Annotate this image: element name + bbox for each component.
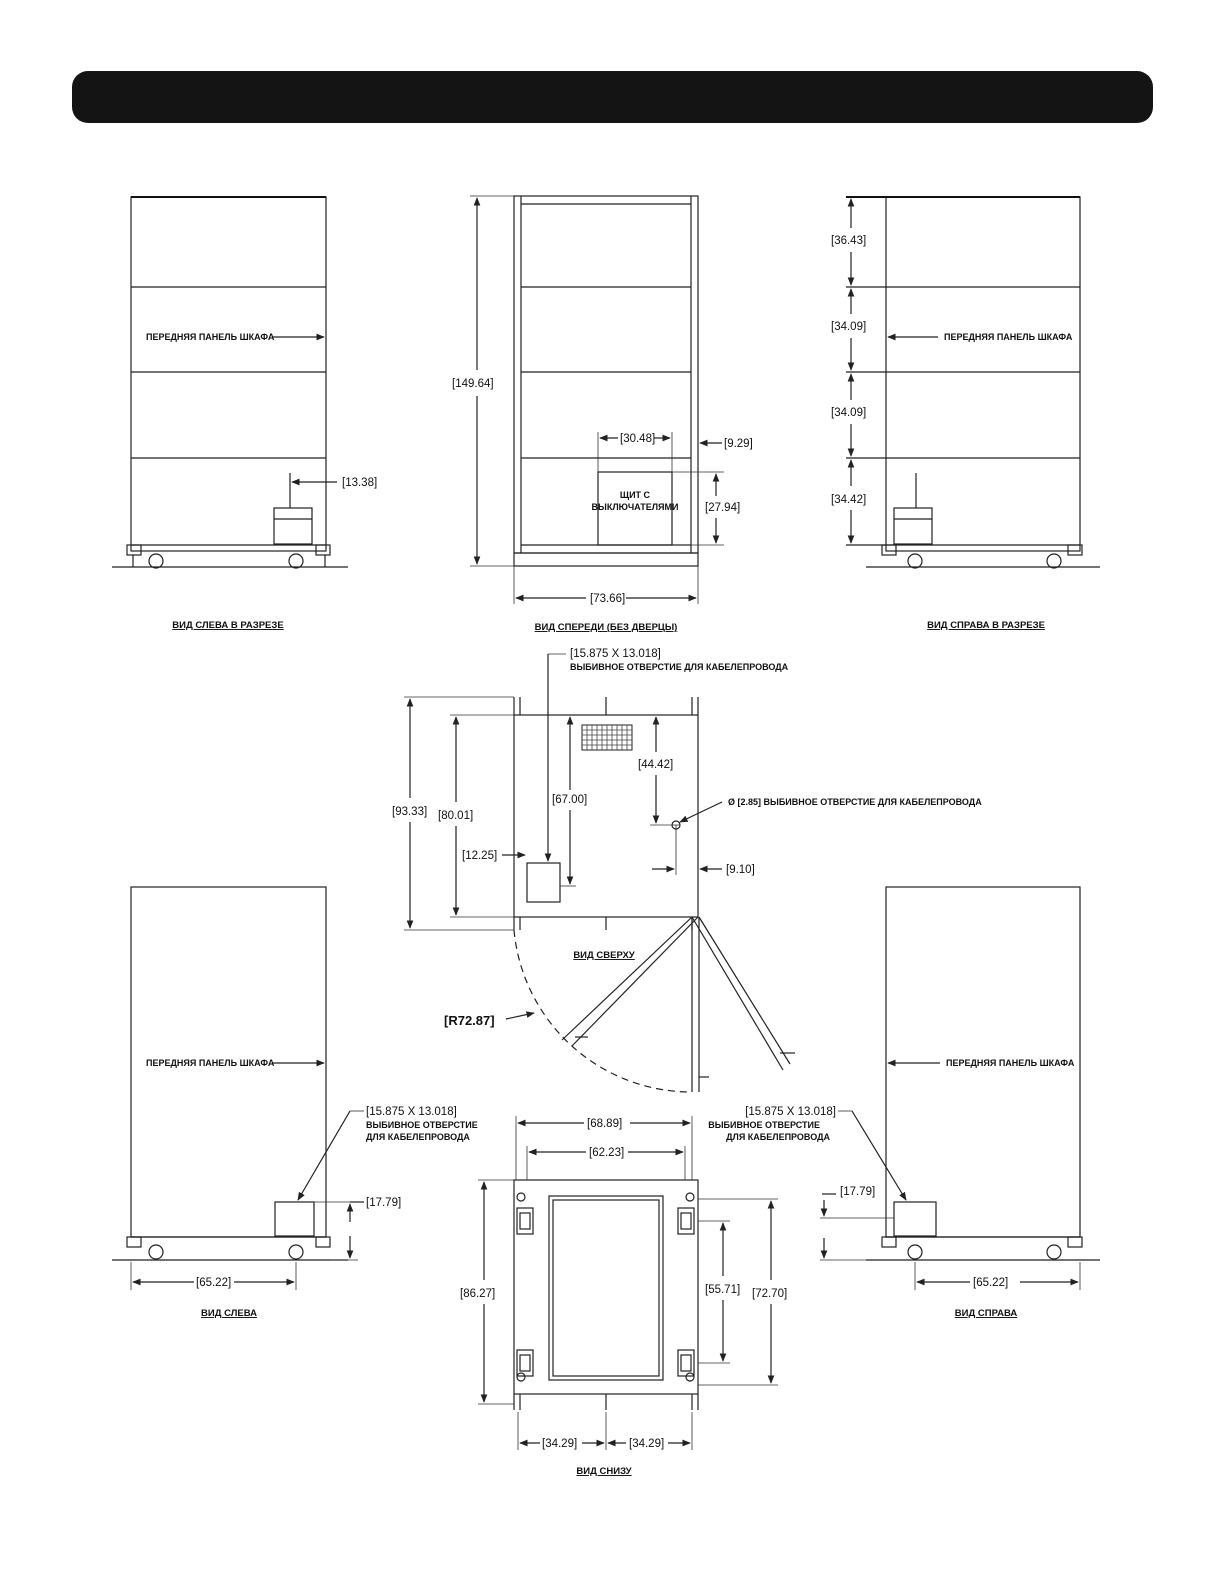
right-section-caption: ВИД СПРАВА В РАЗРЕЗЕ bbox=[927, 620, 1045, 631]
left-section-view: ПЕРЕДНЯЯ ПАНЕЛЬ ШКАФА [13.38] ВИД СЛЕВА … bbox=[112, 196, 377, 631]
left-section-caption: ВИД СЛЕВА В РАЗРЕЗЕ bbox=[172, 620, 283, 631]
top-caption: ВИД СВЕРХУ bbox=[573, 950, 634, 961]
front-dim-height: [149.64] bbox=[452, 378, 494, 390]
front-view: [149.64] [30.48] [9.29] [27.94] ЩИТ С ВЫ… bbox=[452, 195, 753, 633]
header-bar bbox=[72, 71, 1153, 123]
right-section-dim-4: [34.42] bbox=[831, 494, 866, 506]
right-section-dim-3: [34.09] bbox=[831, 407, 866, 419]
right-knockout-size: [15.875 X 13.018] bbox=[745, 1106, 836, 1118]
front-panel-label-2: ВЫКЛЮЧАТЕЛЯМИ bbox=[592, 502, 679, 512]
front-dim-panel-height: [27.94] bbox=[705, 502, 740, 514]
left-knockout-line2: ДЛЯ КАБЕЛЕПРОВОДА bbox=[366, 1132, 470, 1142]
bottom-dim-depth: [86.27] bbox=[460, 1288, 495, 1300]
left-knockout-line1: ВЫБИВНОЕ ОТВЕРСТИЕ bbox=[366, 1120, 478, 1130]
top-knockout-size: [15.875 X 13.018] bbox=[570, 648, 661, 660]
right-section-front-panel-label: ПЕРЕДНЯЯ ПАНЕЛЬ ШКАФА bbox=[944, 332, 1073, 342]
top-dim-67: [67.00] bbox=[552, 794, 587, 806]
top-dim-44: [44.42] bbox=[638, 759, 673, 771]
bottom-dim-inner-width: [62.23] bbox=[589, 1147, 624, 1159]
left-view: ПЕРЕДНЯЯ ПАНЕЛЬ ШКАФА [15.875 X 13.018] … bbox=[112, 886, 478, 1319]
front-dim-width: [73.66] bbox=[590, 593, 625, 605]
bottom-caption: ВИД СНИЗУ bbox=[576, 1466, 631, 1477]
left-section-dim-offset: [13.38] bbox=[342, 477, 377, 489]
right-front-panel-label: ПЕРЕДНЯЯ ПАНЕЛЬ ШКАФА bbox=[946, 1058, 1075, 1068]
right-knockout-line2: ДЛЯ КАБЕЛЕПРОВОДА bbox=[726, 1132, 830, 1142]
top-dim-12: [12.25] bbox=[462, 850, 497, 862]
top-dim-depth-inner: [80.01] bbox=[438, 810, 473, 822]
front-dim-panel-width: [30.48] bbox=[620, 433, 655, 445]
left-knockout-size: [15.875 X 13.018] bbox=[366, 1106, 457, 1118]
right-caption: ВИД СПРАВА bbox=[955, 1308, 1018, 1319]
bottom-view: [68.89] [62.23] [86.27] [55.71] [72.70] … bbox=[460, 1116, 787, 1477]
right-section-view: [36.43] [34.09] [34.09] [34.42] ПЕРЕДНЯЯ… bbox=[831, 196, 1100, 631]
right-view: ПЕРЕДНЯЯ ПАНЕЛЬ ШКАФА [15.875 X 13.018] … bbox=[708, 886, 1100, 1319]
top-hole-label: Ø [2.85] ВЫБИВНОЕ ОТВЕРСТИЕ ДЛЯ КАБЕЛЕПР… bbox=[728, 797, 982, 807]
left-dim-width: [65.22] bbox=[196, 1277, 231, 1289]
left-section-front-panel-label: ПЕРЕДНЯЯ ПАНЕЛЬ ШКАФА bbox=[146, 332, 275, 342]
top-dim-9: [9.10] bbox=[726, 864, 755, 876]
top-dim-depth-outer: [93.33] bbox=[392, 806, 427, 818]
vent-grille bbox=[581, 724, 633, 751]
left-dim-height: [17.79] bbox=[366, 1197, 401, 1209]
bottom-dim-half-left: [34.29] bbox=[542, 1438, 577, 1450]
bottom-dim-outer-width: [68.89] bbox=[587, 1118, 622, 1130]
bottom-dim-half-right: [34.29] bbox=[629, 1438, 664, 1450]
right-section-dim-1: [36.43] bbox=[831, 235, 866, 247]
right-dim-height: [17.79] bbox=[840, 1186, 875, 1198]
top-radius: [R72.87] bbox=[444, 1013, 495, 1028]
bottom-dim-72: [72.70] bbox=[752, 1288, 787, 1300]
right-dim-width: [65.22] bbox=[973, 1277, 1008, 1289]
left-caption: ВИД СЛЕВА bbox=[201, 1308, 257, 1319]
right-section-dim-2: [34.09] bbox=[831, 321, 866, 333]
left-front-panel-label: ПЕРЕДНЯЯ ПАНЕЛЬ ШКАФА bbox=[146, 1058, 275, 1068]
front-caption: ВИД СПЕРЕДИ (БЕЗ ДВЕРЦЫ) bbox=[535, 622, 678, 633]
front-dim-right-offset: [9.29] bbox=[724, 438, 753, 450]
right-knockout-line1: ВЫБИВНОЕ ОТВЕРСТИЕ bbox=[708, 1120, 820, 1130]
top-view: [15.875 X 13.018] ВЫБИВНОЕ ОТВЕРСТИЕ ДЛЯ… bbox=[392, 648, 982, 1093]
bottom-dim-55: [55.71] bbox=[705, 1284, 740, 1296]
top-knockout-label: ВЫБИВНОЕ ОТВЕРСТИЕ ДЛЯ КАБЕЛЕПРОВОДА bbox=[570, 662, 789, 672]
front-panel-label-1: ЩИТ С bbox=[620, 490, 651, 500]
